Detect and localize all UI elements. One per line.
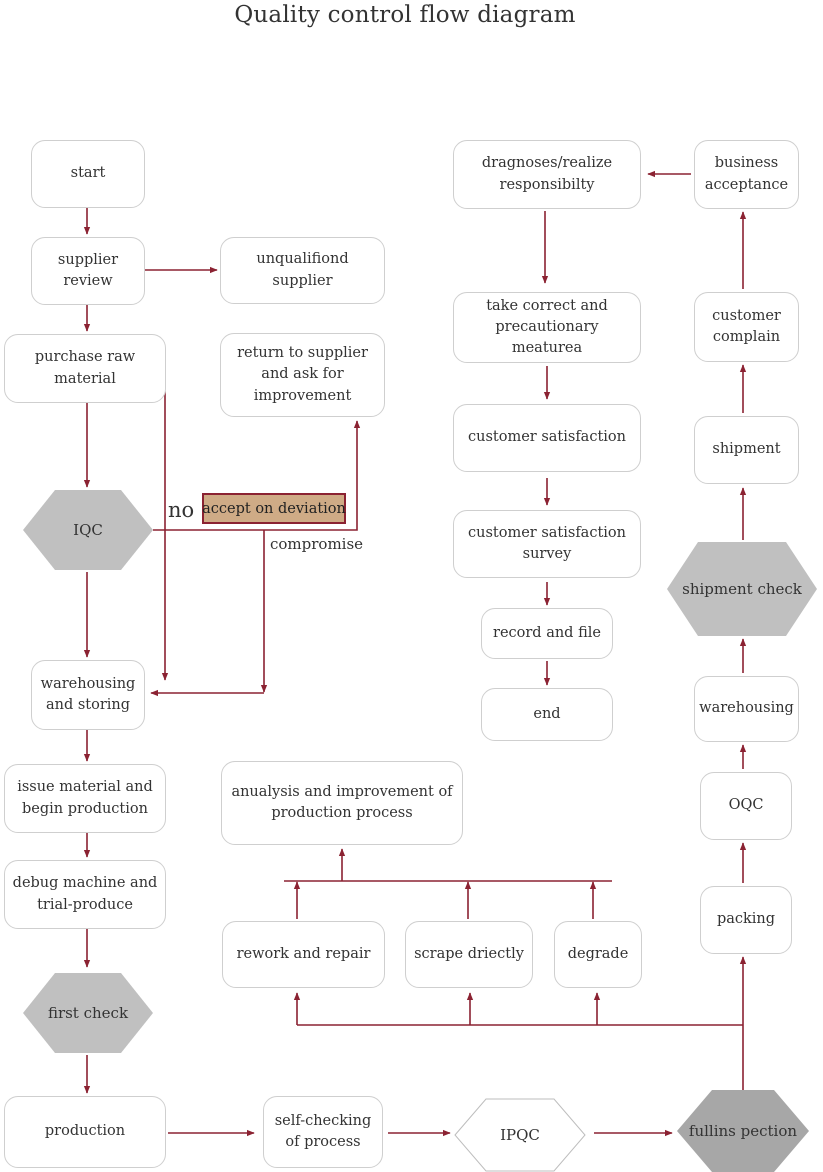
node-degrade: degrade — [554, 921, 642, 988]
iqc-diamond — [23, 490, 153, 570]
node-self-checking: self-checking of process — [263, 1096, 383, 1168]
fullins-pection-diamond — [677, 1090, 809, 1172]
page-title: Quality control flow diagram — [234, 2, 576, 28]
node-record-file: record and file — [481, 608, 613, 659]
node-diagnoses: dragnoses/realize responsibilty — [453, 140, 641, 209]
node-take-correct: take correct and precautionary meaturea — [453, 292, 641, 363]
node-end: end — [481, 688, 613, 741]
node-customer-satisfaction: customer satisfaction — [453, 404, 641, 472]
node-rework-repair: rework and repair — [222, 921, 385, 988]
ipqc-diamond — [454, 1098, 586, 1172]
node-production: production — [4, 1096, 166, 1168]
first-check-diamond — [23, 973, 153, 1053]
node-shipment: shipment — [694, 416, 799, 484]
node-return-to-supplier: return to supplier and ask for improveme… — [220, 333, 385, 417]
node-satisfaction-survey: customer satisfaction survey — [453, 510, 641, 578]
node-accept-on-deviation: accept on deviation — [202, 493, 346, 524]
node-analysis-improvement: anualysis and improvement of production … — [221, 761, 463, 845]
node-purchase-raw-material: purchase raw material — [4, 334, 166, 403]
node-supplier-review: supplier review — [31, 237, 145, 305]
node-business-acceptance: business acceptance — [694, 140, 799, 209]
node-scrape-directly: scrape driectly — [405, 921, 533, 988]
node-packing: packing — [700, 886, 792, 954]
node-oqc: OQC — [700, 772, 792, 840]
node-issue-material: issue material and begin production — [4, 764, 166, 833]
line-iqc-no-branch — [153, 420, 361, 531]
node-start: start — [31, 140, 145, 208]
label-no: no — [168, 498, 195, 522]
arrow-purchase-to-warehousing — [161, 389, 169, 681]
node-debug-machine: debug machine and trial-produce — [4, 860, 166, 929]
node-warehousing-storing: warehousing and storing — [31, 660, 145, 730]
node-warehousing: warehousing — [694, 676, 799, 742]
label-compromise: compromise — [270, 535, 364, 553]
node-customer-complain: customer complain — [694, 292, 799, 362]
shipment-check-diamond — [667, 542, 817, 636]
node-unqualified-supplier: unqualifiond supplier — [220, 237, 385, 304]
